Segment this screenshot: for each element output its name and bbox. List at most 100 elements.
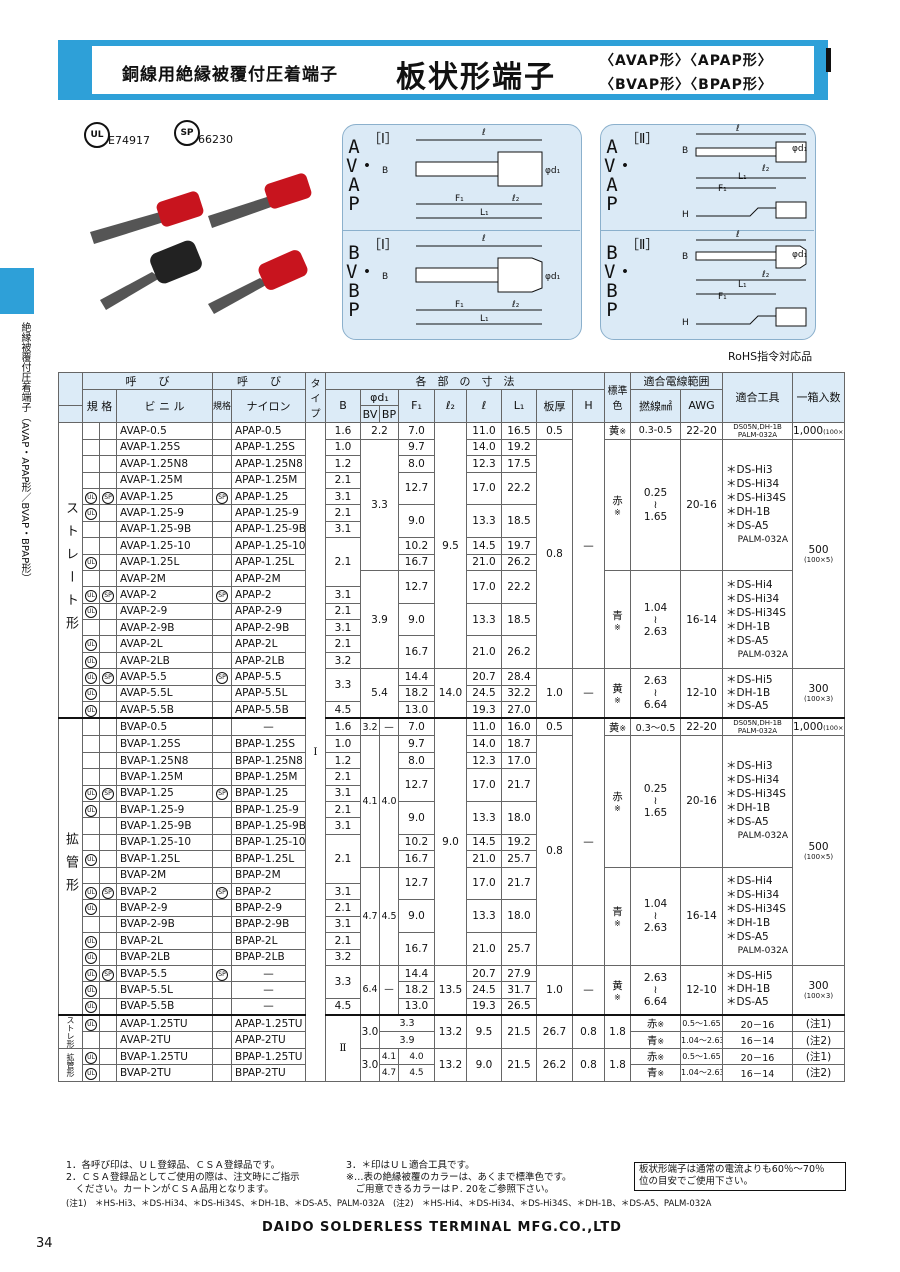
vinyl-part-no: AVAP-2 [116, 586, 213, 604]
tool-line: DS05N,DH-1B [733, 422, 782, 431]
box-qty: 300 [808, 979, 829, 992]
wire-range-cell: 2.63≀6.64 [630, 668, 682, 719]
awg-cell: 22-20 [680, 717, 724, 737]
B-cell: 3.3 [325, 964, 361, 999]
vinyl-part-no: BVAP-1.25-10 [116, 833, 213, 852]
l-cell: 17.0 [466, 471, 502, 506]
th-awg: AWG [680, 389, 724, 423]
csa-mark-cell-2 [212, 735, 232, 753]
ul-mark-cell [82, 717, 100, 737]
ul-mark-cell: UL [82, 1064, 100, 1082]
ul-mark-icon: UL [85, 984, 97, 997]
csa-mark-cell [99, 602, 117, 621]
nylon-part-no: APAP-1.25-10 [231, 537, 306, 555]
page-number: 34 [36, 1236, 53, 1251]
wire-max: 2.63 [643, 922, 668, 935]
l-cell: 13.3 [466, 602, 502, 637]
L1-cell: 18.0 [501, 899, 537, 934]
tool-line: PALM-032A [737, 534, 789, 545]
thickness-cell: 0.8 [536, 735, 573, 966]
color-star: ※ [657, 1053, 665, 1063]
csa-mark-cell-2 [212, 635, 232, 653]
diagram-type2-label-b: ［Ⅱ］ [626, 238, 659, 253]
nylon-part-no: APAP-2 [231, 586, 306, 604]
csa-mark-cell [99, 735, 117, 753]
diagram-row1-label: AV・AP [346, 136, 377, 215]
ul-mark-cell: UL [82, 882, 100, 901]
csa-mark-cell [99, 833, 117, 852]
ul-icon: UL [84, 122, 110, 148]
csa-mark-cell: SP [99, 964, 117, 983]
dim-F1-2: F₁ [455, 300, 464, 310]
type-I-cell: Ⅰ [305, 421, 326, 1082]
l2-cell: 14.0 [434, 668, 467, 719]
tool-line: ＊DH-1B [726, 505, 771, 518]
B-cell: 1.6 [325, 421, 361, 440]
ul-mark-icon: UL [85, 788, 97, 801]
ul-mark-cell [82, 455, 100, 473]
color-text: 赤 [646, 1018, 658, 1031]
B-cell: 3.1 [325, 817, 361, 835]
wire-tilde: ≀ [653, 498, 658, 511]
vinyl-part-no: BVAP-5.5L [116, 981, 213, 999]
note-3: 3．＊印はＵＬ適合工具です。 [346, 1160, 475, 1171]
note-5: (注1) ＊HS-Hi3、＊DS-Hi34、＊DS-Hi34S、＊DH-1B、＊… [66, 1199, 712, 1209]
awg-cell: 16-14 [680, 569, 724, 670]
csa-mark-cell-2: SP [212, 882, 232, 901]
csa-mark-cell-2 [212, 833, 232, 852]
F1-cell: 9.0 [398, 800, 435, 835]
F1-cell: 12.7 [398, 471, 435, 506]
csa-mark-cell-2 [212, 537, 232, 555]
color-cell: 青※ [630, 1064, 682, 1082]
vinyl-part-no: AVAP-1.25-10 [116, 537, 213, 555]
ul-mark-cell: UL [82, 701, 100, 719]
L1-cell: 19.2 [501, 833, 537, 852]
ul-mark-cell [82, 833, 100, 852]
l-cell: 17.0 [466, 569, 502, 604]
F1-cell: 9.0 [398, 899, 435, 934]
current-note-1: 板状形端子は通常の電流よりも60％～70％ [639, 1164, 825, 1175]
csa-mark-cell [99, 537, 117, 555]
csa-mark-cell [99, 438, 117, 457]
ul-mark-cell [82, 438, 100, 457]
color-cell: 黄※ [604, 421, 632, 440]
ul-mark-cell [82, 817, 100, 835]
th-wire-mm2: 撚線㎟ [630, 389, 682, 423]
thickness-cell: 0.8 [536, 438, 573, 670]
csa-mark-cell-2 [212, 1031, 232, 1049]
awg-cell: 22-20 [680, 421, 724, 440]
box-qty: 1,000 [793, 424, 824, 437]
nylon-part-no: APAP-1.25TU [231, 1014, 306, 1033]
nylon-part-no: BPAP-1.25-9 [231, 800, 306, 819]
tool-line: ＊DH-1B [726, 917, 771, 930]
diagram-divider [342, 230, 580, 231]
L1-cell: 26.2 [501, 635, 537, 670]
tool-line: ＊DH-1B [726, 686, 771, 699]
L1-cell: 32.2 [501, 684, 537, 703]
nylon-part-no: BPAP-1.25N8 [231, 751, 306, 770]
csa-mark-cell [99, 717, 117, 737]
F1-cell: 16.7 [398, 932, 435, 966]
vinyl-part-no: BVAP-2TU [116, 1064, 213, 1082]
l-cell: 24.5 [466, 981, 502, 999]
dim-L1-3: L₁ [738, 172, 747, 182]
csa-mark-cell [99, 421, 117, 440]
color-cell: 赤※ [604, 438, 632, 571]
B-cell: 3.1 [325, 520, 361, 539]
nylon-part-no: APAP-2-9 [231, 602, 306, 621]
vinyl-part-no: BVAP-5.5B [116, 997, 213, 1016]
ul-mark-cell [82, 768, 100, 786]
nylon-part-no: — [231, 997, 306, 1016]
ul-mark-cell: UL [82, 1014, 100, 1033]
dim-L1-4: L₁ [738, 280, 747, 290]
F1-cell: 16.7 [398, 635, 435, 670]
ul-mark-icon: UL [85, 804, 97, 817]
